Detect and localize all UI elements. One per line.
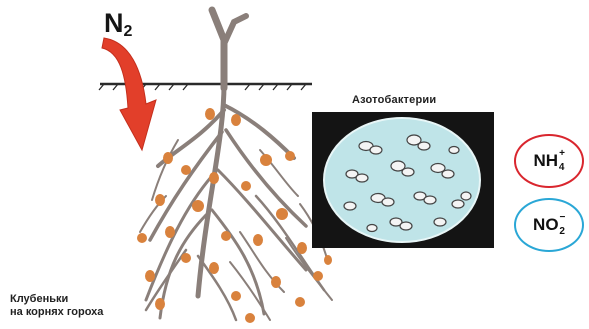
nh4-charge: + [559,148,565,159]
plant-stem [212,10,246,88]
microscope-view [312,112,494,248]
nh4-subscript: 4 [559,162,565,173]
down-curved-arrow-icon [102,38,156,150]
n2-label: N2 [104,8,132,41]
azotobacteria-label: Азотобактерии [352,94,436,106]
nodules-label-line2: на корнях гороха [10,306,103,319]
ammonium-ion-badge: NH+4 [514,134,584,188]
no2-base: NO [533,215,559,235]
nodules-label: Клубеньки на корнях гороха [10,293,103,319]
nodules-label-line1: Клубеньки [10,293,103,306]
no2-subscript: 2 [559,226,565,237]
nh4-base: NH [534,151,559,171]
nitrite-ion-badge: NO− 2 [514,198,584,252]
no2-charge: − [560,212,566,223]
